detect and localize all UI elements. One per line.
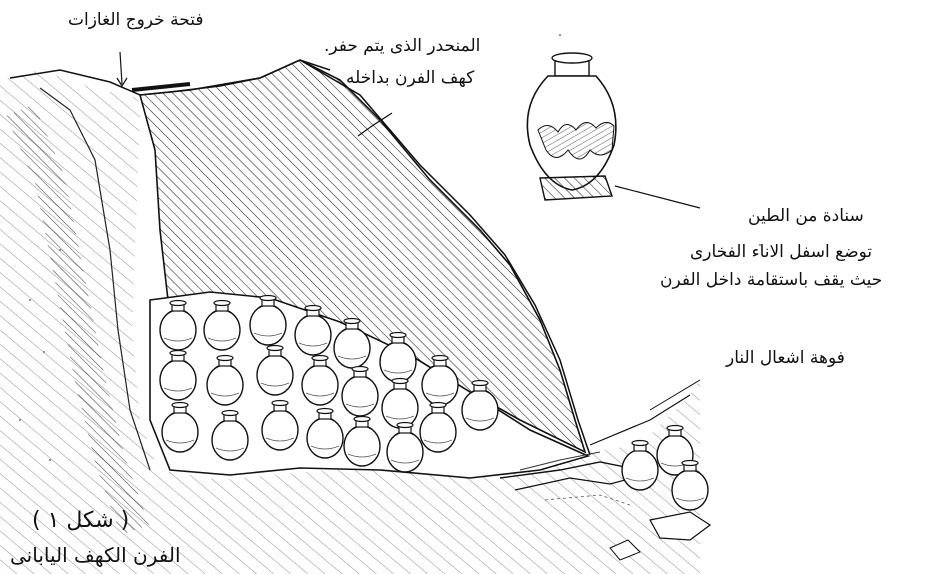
- stand-leader: [615, 186, 700, 208]
- label-firing-mouth: فوهة اشعال النار: [726, 350, 845, 367]
- label-stand-desc-2: حيث يقف باستقامة داخل الفرن: [660, 272, 882, 289]
- pot-with-stand: [527, 53, 616, 200]
- label-slope-line1: المنحدر الذى يتم حفر.: [324, 38, 480, 55]
- label-stand-desc-1: توضع اسفل الاناء الفخارى: [690, 244, 872, 261]
- label-clay-stand: سنادة من الطين: [748, 208, 864, 225]
- label-slope-line2: كهف الفرن بداخله: [346, 70, 474, 87]
- figure-title: الفرن الكهف اليابانى: [10, 545, 181, 565]
- label-gas-opening: فتحة خروج الغازات: [68, 12, 203, 29]
- figure-number: ( شكل ١ ): [32, 510, 129, 532]
- gas-vent-cover: [132, 84, 190, 90]
- gas-vent-arrow: [120, 52, 122, 84]
